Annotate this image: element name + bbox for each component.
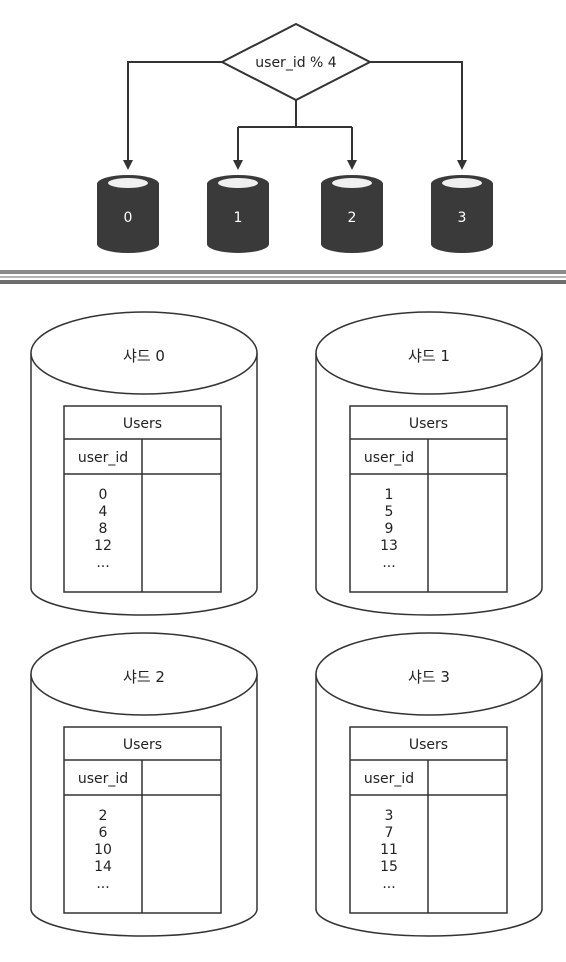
db-0: 0 — [97, 175, 159, 253]
db-1: 1 — [207, 175, 269, 253]
column-header: user_id — [78, 771, 128, 787]
shard-3: 샤드 3 Users user_id 3 7 11 15 ... — [315, 632, 543, 937]
shard-2: 샤드 2 Users user_id 2 6 10 14 ... — [30, 632, 258, 937]
db-2: 2 — [321, 175, 383, 253]
shard-1: 샤드 1 Users user_id 1 5 9 13 ... — [315, 311, 543, 616]
routing-diagram: user_id % 4 0 1 2 3 — [97, 22, 493, 253]
id-value: 10 — [94, 842, 112, 858]
arrow-to-db-3 — [370, 61, 467, 170]
id-value: 11 — [380, 842, 398, 858]
table-name: Users — [409, 416, 448, 432]
db-3-label: 3 — [458, 210, 467, 226]
table-name: Users — [409, 737, 448, 753]
id-value: 4 — [99, 504, 108, 520]
column-header: user_id — [78, 450, 128, 466]
decision-diamond — [219, 22, 373, 102]
table-name: Users — [123, 416, 162, 432]
id-value: ... — [96, 555, 109, 571]
id-value: 13 — [380, 538, 398, 554]
users-table: Users user_id 2 6 10 14 ... — [63, 726, 222, 914]
id-value: 6 — [99, 825, 108, 841]
id-value: 3 — [385, 808, 394, 824]
router-decision: user_id % 4 — [219, 22, 373, 102]
db-2-label: 2 — [348, 210, 357, 226]
id-value: 7 — [385, 825, 394, 841]
id-value: 8 — [99, 521, 108, 537]
table-name: Users — [123, 737, 162, 753]
column-header: user_id — [364, 450, 414, 466]
id-value: 15 — [380, 859, 398, 875]
db-3: 3 — [431, 175, 493, 253]
id-value: ... — [382, 876, 395, 892]
db-0-label: 0 — [124, 210, 133, 226]
connector-lines — [123, 61, 467, 170]
id-value: 2 — [99, 808, 108, 824]
users-table: Users user_id 1 5 9 13 ... — [349, 405, 508, 593]
id-value: 1 — [385, 487, 394, 503]
shard-title: 샤드 1 — [408, 347, 450, 365]
id-value: 0 — [99, 487, 108, 503]
shard-title: 샤드 3 — [408, 668, 450, 686]
id-value: 5 — [385, 504, 394, 520]
id-value: 9 — [385, 521, 394, 537]
router-label: user_id % 4 — [255, 55, 337, 71]
shard-title: 샤드 2 — [123, 668, 165, 686]
users-table: Users user_id 3 7 11 15 ... — [349, 726, 508, 914]
arrow-to-db-0 — [123, 61, 222, 170]
db-1-label: 1 — [234, 210, 243, 226]
section-divider — [0, 270, 566, 284]
id-value: ... — [96, 876, 109, 892]
id-value: 12 — [94, 538, 112, 554]
users-table: Users user_id 0 4 8 12 ... — [63, 405, 222, 593]
column-header: user_id — [364, 771, 414, 787]
shard-0: 샤드 0 Users user_id 0 4 8 12 ... — [30, 311, 258, 616]
id-value: ... — [382, 555, 395, 571]
shard-title: 샤드 0 — [123, 347, 165, 365]
shard-top — [315, 311, 543, 395]
shard-top — [30, 632, 258, 716]
id-value: 14 — [94, 859, 112, 875]
shard-top — [30, 311, 258, 395]
shard-top — [315, 632, 543, 716]
shard-grid: 샤드 0 Users user_id 0 4 8 12 ... 샤드 1 — [30, 311, 543, 937]
